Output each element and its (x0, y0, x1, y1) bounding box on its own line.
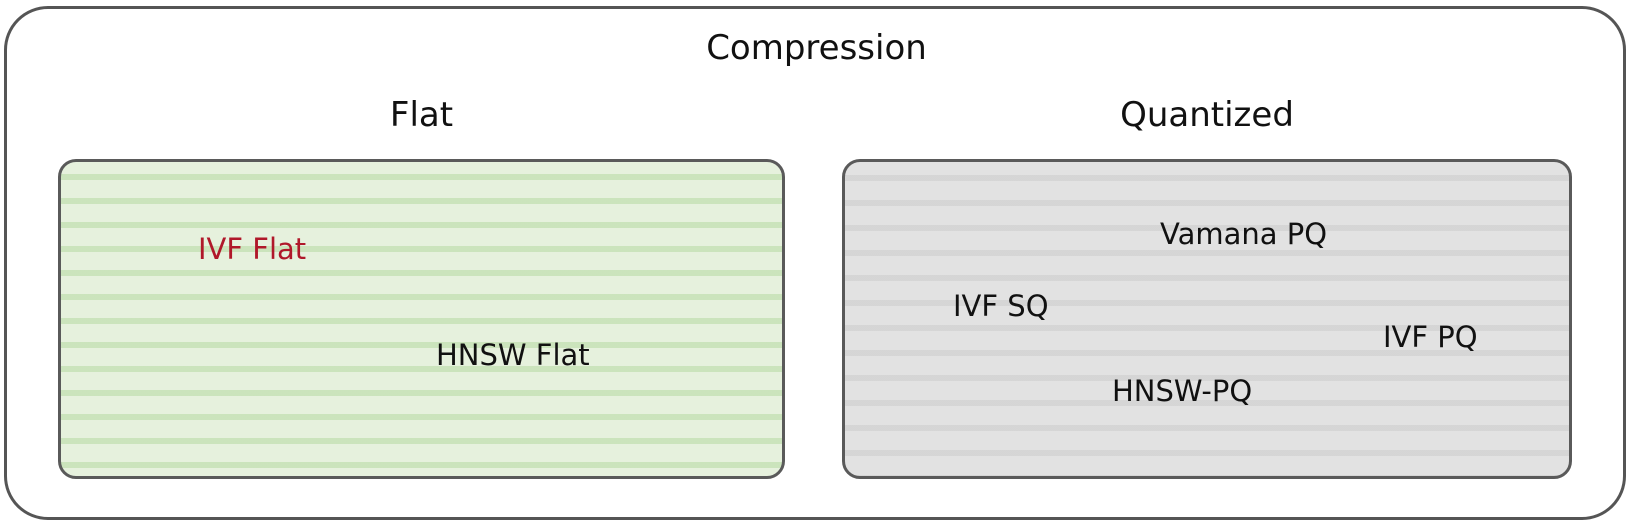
item-ivf-sq: IVF SQ (953, 289, 1049, 323)
compression-container (4, 6, 1626, 520)
item-hnsw-pq: HNSW-PQ (1112, 374, 1253, 408)
flat-group-box: IVF Flat HNSW Flat (58, 159, 785, 479)
item-ivf-flat: IVF Flat (198, 232, 307, 266)
item-hnsw-flat: HNSW Flat (436, 338, 590, 372)
diagram-title: Compression (706, 28, 927, 68)
item-vamana-pq: Vamana PQ (1160, 217, 1328, 251)
group-title-flat: Flat (389, 95, 454, 135)
item-ivf-pq: IVF PQ (1383, 320, 1478, 354)
group-title-quantized: Quantized (1120, 95, 1294, 135)
quantized-group-box: Vamana PQ IVF SQ IVF PQ HNSW-PQ (842, 159, 1572, 479)
